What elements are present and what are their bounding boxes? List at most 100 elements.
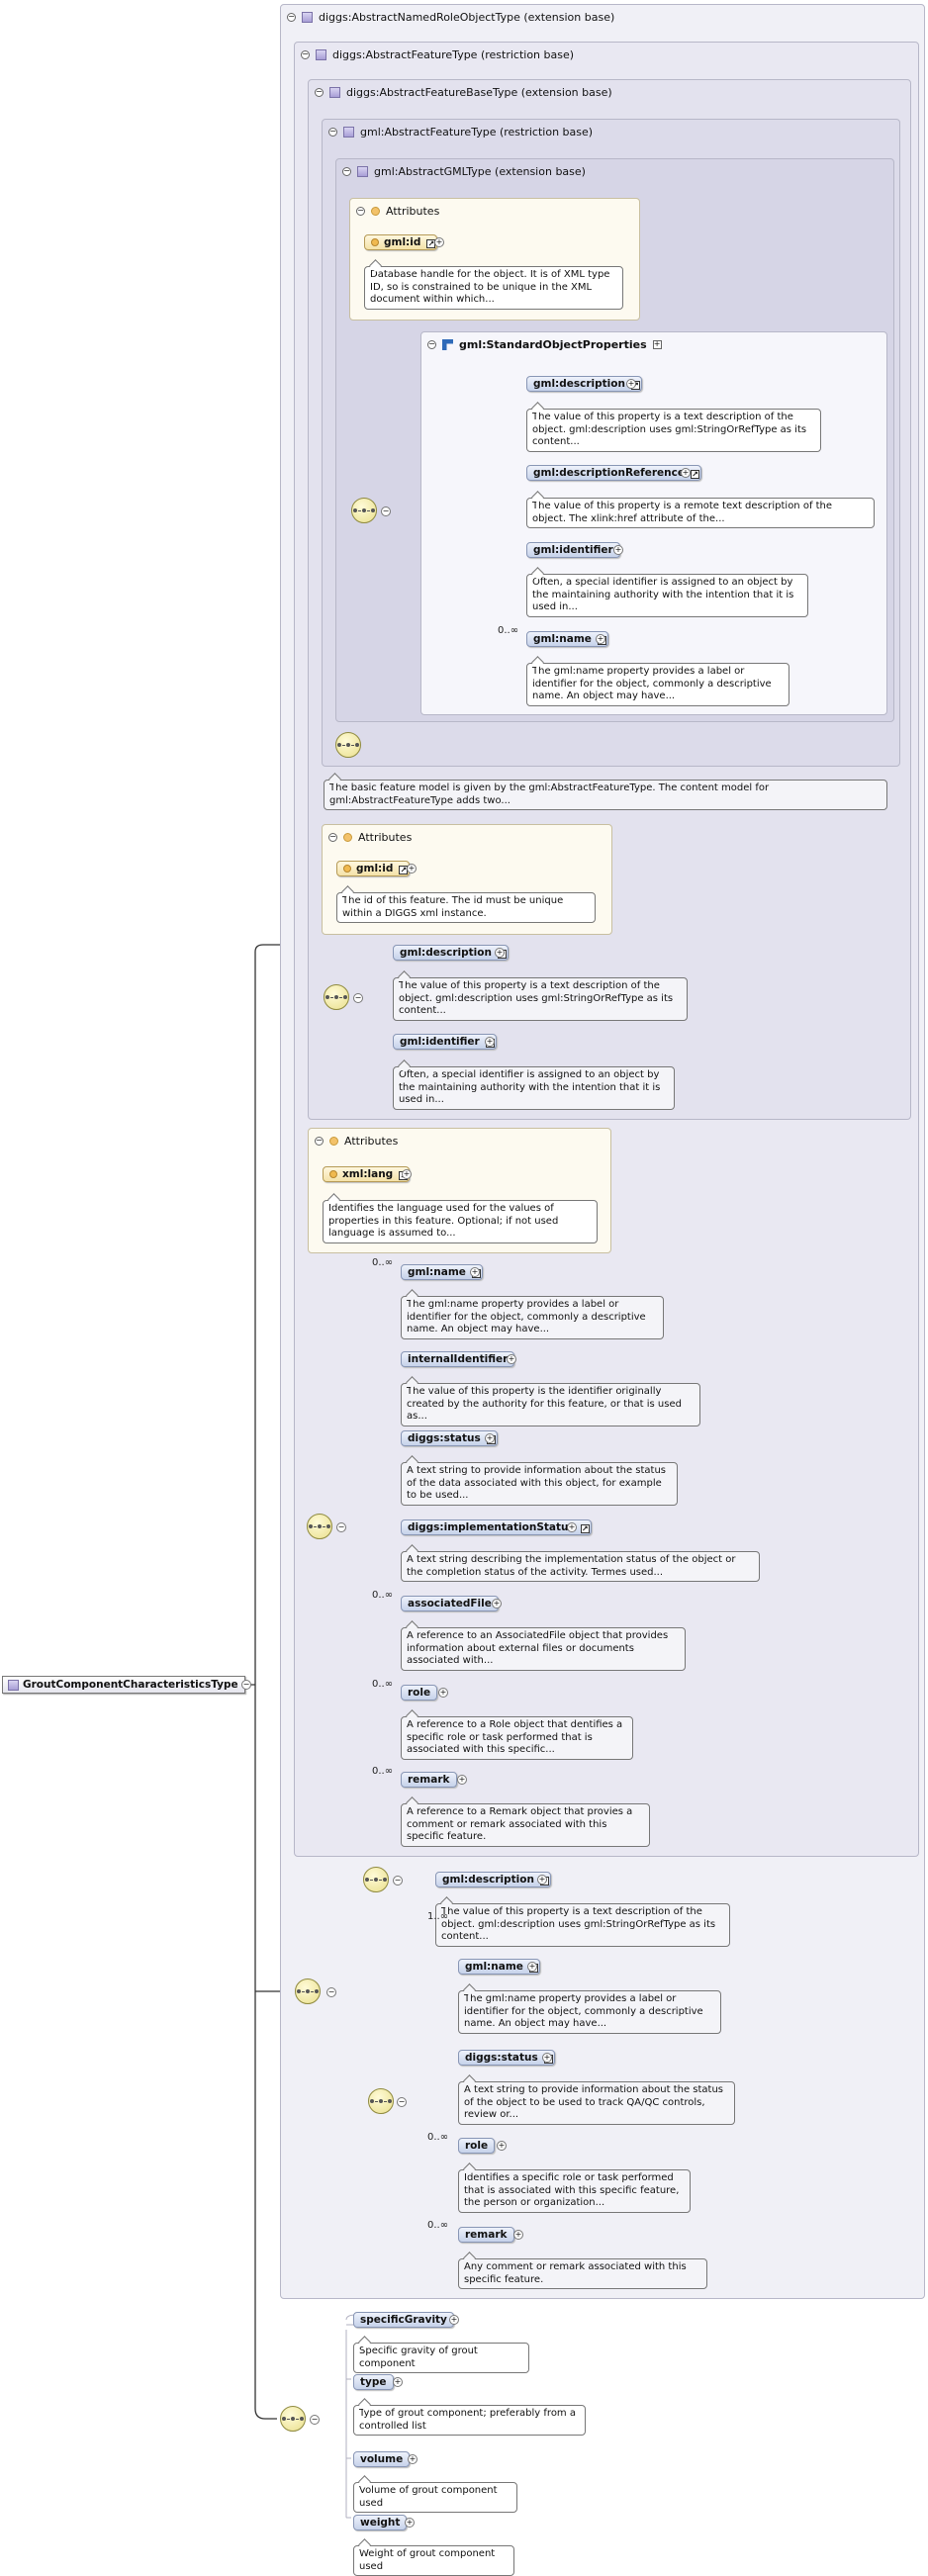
multiplicity-label: 0..∞ (372, 1766, 394, 1777)
associated-file-element[interactable]: associatedFile (401, 1596, 499, 1611)
xml-lang-attribute[interactable]: xml:lang↗ (323, 1166, 411, 1182)
base-attributes-box: Attributes xml:lang↗ + Identifies the la… (308, 1128, 611, 1253)
feature-restriction-header[interactable]: diggs:AbstractFeatureType (restriction b… (301, 46, 574, 62)
implementation-status-desc: A text string describing the implementat… (401, 1551, 760, 1582)
expand-icon[interactable]: + (470, 1267, 480, 1277)
feature-gml-identifier-element[interactable]: gml:identifier↗ (393, 1034, 497, 1050)
element-label: specificGravity (360, 2314, 447, 2326)
sequence-icon[interactable] (368, 2088, 394, 2114)
gml-gml-header[interactable]: gml:AbstractGMLType (extension base) (342, 163, 586, 179)
gml-name-desc: The gml:name property provides a label o… (526, 663, 789, 706)
element-label: type (360, 2376, 387, 2388)
expand-icon[interactable]: + (626, 379, 636, 389)
restrict-role-element[interactable]: role (458, 2138, 496, 2154)
expand-icon[interactable]: + (537, 1875, 547, 1885)
sequence-icon[interactable] (324, 984, 349, 1010)
expand-icon[interactable]: + (492, 1599, 502, 1609)
expand-icon[interactable]: + (438, 1688, 448, 1698)
element-label: internalIdentifier (408, 1353, 509, 1365)
collapse-icon[interactable] (427, 339, 436, 349)
element-label: role (408, 1687, 431, 1699)
expand-icon[interactable]: + (681, 468, 691, 478)
link-arrow-icon[interactable] (652, 339, 662, 349)
expand-icon[interactable]: + (567, 1522, 577, 1532)
specific-gravity-element[interactable]: specificGravity (353, 2312, 454, 2328)
collapse-icon[interactable] (328, 127, 337, 137)
expand-icon[interactable]: + (485, 1037, 495, 1047)
remark-element[interactable]: remark (401, 1772, 457, 1788)
collapse-icon[interactable] (328, 832, 337, 842)
standard-props-header[interactable]: gml:StandardObjectProperties (427, 336, 662, 352)
collapse-icon[interactable]: − (310, 2415, 320, 2425)
gml-id-attribute[interactable]: gml:id↗ (364, 234, 438, 250)
expand-icon[interactable]: + (405, 2518, 415, 2528)
role-element[interactable]: role (401, 1685, 438, 1701)
internal-identifier-element[interactable]: internalIdentifier (401, 1351, 515, 1367)
collapse-icon[interactable] (315, 87, 324, 97)
expand-icon[interactable]: + (596, 634, 605, 644)
complex-type-icon (357, 165, 368, 177)
sequence-icon[interactable] (351, 498, 377, 523)
expand-icon[interactable]: + (434, 237, 444, 247)
expand-icon[interactable]: + (408, 2454, 418, 2464)
collapse-icon[interactable]: − (393, 1876, 403, 1886)
base-gml-name-desc: The gml:name property provides a label o… (401, 1296, 664, 1339)
implementation-status-element[interactable]: diggs:implementationStatus↗ (401, 1519, 592, 1535)
expand-icon[interactable]: + (527, 1962, 537, 1972)
sequence-icon[interactable] (363, 1867, 389, 1892)
expand-icon[interactable]: + (497, 2141, 507, 2151)
expand-icon[interactable]: + (393, 2377, 403, 2387)
attributes-header[interactable]: Attributes (356, 203, 439, 219)
gml-description-reference-element[interactable]: gml:descriptionReference↗ (526, 465, 701, 481)
collapse-icon[interactable] (301, 49, 310, 59)
restrict-diggs-status-element[interactable]: diggs:status↗ (458, 2050, 555, 2066)
collapse-icon[interactable] (315, 1136, 324, 1146)
expand-icon[interactable]: + (613, 545, 623, 555)
collapse-icon[interactable]: − (353, 993, 363, 1003)
expand-icon[interactable]: + (407, 864, 417, 874)
root-type[interactable]: GroutComponentCharacteristicsType (2, 1676, 245, 1694)
expand-icon[interactable]: + (513, 2230, 523, 2240)
link-arrow-icon[interactable]: ↗ (690, 470, 699, 479)
sequence-icon[interactable] (307, 1514, 332, 1539)
expand-icon[interactable]: + (507, 1354, 516, 1364)
element-label: remark (408, 1774, 450, 1786)
gml-feature-header[interactable]: gml:AbstractFeatureType (restriction bas… (328, 124, 593, 139)
restrict-gml-description-element[interactable]: gml:description↗ (435, 1872, 551, 1887)
role-desc: A reference to a Role object that dentif… (401, 1716, 633, 1760)
collapse-icon[interactable] (342, 166, 351, 176)
attribute-group-icon (329, 1136, 338, 1146)
attributes-header[interactable]: Attributes (315, 1133, 398, 1149)
type-element[interactable]: type (353, 2374, 394, 2390)
group-icon (442, 338, 453, 350)
volume-element[interactable]: volume (353, 2451, 411, 2467)
collapse-icon[interactable]: − (397, 2097, 407, 2107)
gml-description-element[interactable]: gml:description↗ (526, 376, 642, 392)
restrict-remark-element[interactable]: remark (458, 2227, 514, 2243)
feature-gml-description-element[interactable]: gml:description↗ (393, 945, 509, 961)
collapse-icon[interactable]: − (326, 1987, 336, 1997)
expand-icon[interactable]: + (542, 2053, 552, 2063)
sequence-icon[interactable] (295, 1978, 321, 2004)
named-role-header[interactable]: diggs:AbstractNamedRoleObjectType (exten… (287, 9, 614, 25)
feature-base-header[interactable]: diggs:AbstractFeatureBaseType (extension… (315, 84, 612, 100)
element-label: volume (360, 2453, 404, 2465)
diggs-status-element[interactable]: diggs:status↗ (401, 1430, 498, 1446)
sequence-icon[interactable] (335, 732, 361, 758)
expand-icon[interactable]: + (449, 2315, 459, 2325)
attributes-header[interactable]: Attributes (328, 829, 412, 845)
feature-gml-id-attribute[interactable]: gml:id↗ (336, 861, 411, 876)
collapse-icon[interactable]: − (241, 1680, 251, 1690)
collapse-icon[interactable] (356, 206, 365, 216)
collapse-icon[interactable] (287, 12, 296, 22)
collapse-icon[interactable]: − (336, 1522, 346, 1532)
sequence-icon[interactable] (280, 2406, 306, 2432)
expand-icon[interactable]: + (485, 1433, 495, 1443)
expand-icon[interactable]: + (402, 1169, 412, 1179)
collapse-icon[interactable]: − (381, 506, 391, 516)
expand-icon[interactable]: + (495, 948, 505, 958)
expand-icon[interactable]: + (457, 1775, 467, 1785)
gml-identifier-element[interactable]: gml:identifier (526, 542, 620, 558)
weight-element[interactable]: weight (353, 2515, 408, 2530)
link-arrow-icon[interactable]: ↗ (580, 1524, 590, 1533)
